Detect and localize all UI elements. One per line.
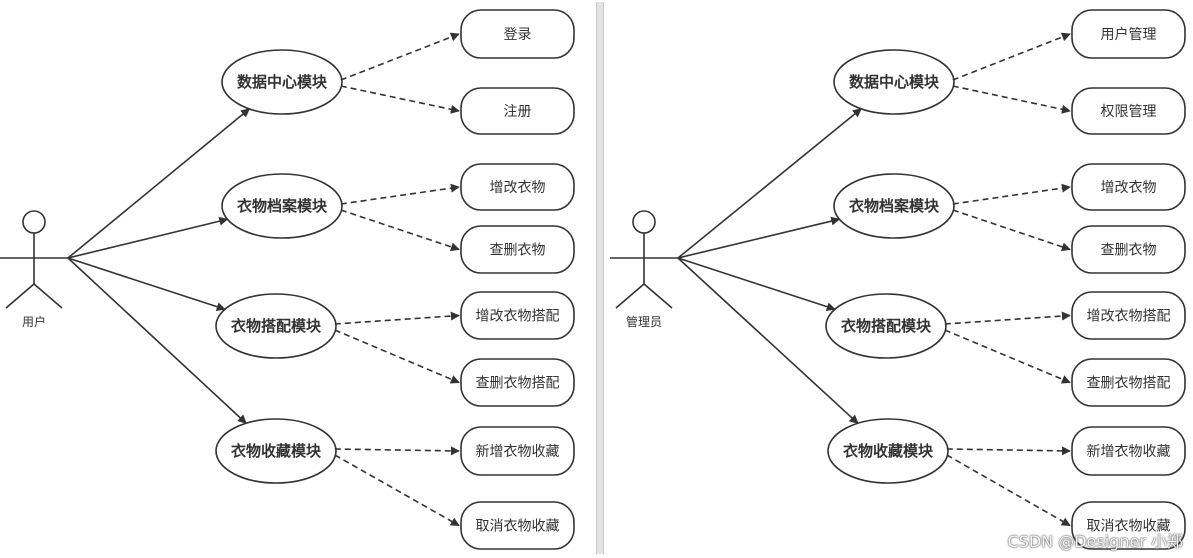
feature-use-case-node [1071, 163, 1186, 211]
include-dashed-arrow [340, 85, 460, 114]
module-label: 衣物搭配模块 [841, 317, 932, 335]
feature-use-case-node [460, 225, 575, 274]
module-use-case-ellipse [833, 49, 955, 115]
association-arrow [677, 257, 859, 424]
association-arrow [67, 257, 247, 424]
feature-use-case-node [460, 9, 575, 59]
module-label: 衣物档案模块 [237, 197, 328, 215]
feature-use-case-node [1071, 358, 1186, 407]
feature-label: 查删衣物搭配 [1087, 376, 1171, 392]
module-use-case-ellipse [825, 293, 947, 359]
include-dashed-arrow [952, 209, 1071, 252]
feature-use-case-node [1071, 225, 1186, 274]
include-dashed-arrow [952, 32, 1071, 81]
module-use-case-ellipse [827, 418, 949, 484]
module-use-case-ellipse [833, 173, 955, 239]
include-dashed-arrow [946, 454, 1071, 527]
include-dashed-arrow [952, 183, 1071, 205]
feature-label: 查删衣物 [1101, 243, 1157, 259]
feature-label: 用户管理 [1101, 26, 1157, 43]
module-label: 衣物收藏模块 [231, 442, 322, 460]
module-label: 衣物收藏模块 [843, 442, 934, 460]
actor-stick-figure-icon [0, 210, 68, 309]
feature-label: 注册 [504, 104, 532, 120]
feature-use-case-node [1071, 426, 1186, 476]
include-dashed-arrow [334, 454, 460, 527]
module-use-case-ellipse [215, 293, 337, 359]
module-label: 衣物档案模块 [849, 197, 940, 215]
feature-label: 登录 [504, 27, 532, 43]
feature-use-case-node [460, 291, 575, 340]
feature-label: 增改衣物 [490, 180, 546, 196]
feature-label: 取消衣物收藏 [1087, 519, 1171, 535]
include-dashed-arrow [340, 209, 460, 252]
include-dashed-arrow [952, 85, 1071, 114]
feature-label: 增改衣物搭配 [1087, 309, 1171, 325]
feature-label: 取消衣物收藏 [476, 519, 560, 535]
module-use-case-ellipse [221, 173, 343, 239]
feature-label: 查删衣物 [490, 243, 546, 259]
feature-label: 增改衣物 [1101, 180, 1157, 196]
feature-use-case-node [460, 87, 575, 135]
include-dashed-arrow [340, 32, 460, 81]
include-dashed-arrow [944, 311, 1071, 325]
module-use-case-ellipse [221, 49, 343, 115]
include-dashed-arrow [334, 311, 460, 325]
actor-label: 管理员 [626, 314, 662, 329]
feature-use-case-node [1071, 9, 1186, 59]
module-label: 数据中心模块 [849, 73, 940, 91]
actor-label: 用户 [22, 314, 46, 329]
panel-divider [596, 2, 604, 554]
association-arrow [677, 216, 841, 259]
feature-label: 查删衣物搭配 [476, 376, 560, 392]
include-dashed-arrow [944, 329, 1071, 384]
actor-stick-figure-icon [610, 210, 678, 309]
feature-use-case-node [1071, 501, 1186, 550]
feature-label: 新增衣物收藏 [1087, 444, 1171, 460]
include-dashed-arrow [946, 446, 1071, 456]
watermark: CSDN @Designer 小郑 [1007, 532, 1183, 551]
association-arrow [67, 257, 226, 312]
association-arrow [677, 257, 836, 312]
feature-use-case-node [1071, 87, 1186, 135]
feature-label: 权限管理 [1101, 104, 1157, 120]
association-arrow [677, 108, 862, 259]
feature-label: 增改衣物搭配 [476, 309, 560, 325]
feature-use-case-node [460, 163, 575, 211]
module-label: 数据中心模块 [237, 73, 328, 91]
feature-use-case-node [1071, 291, 1186, 340]
include-dashed-arrow [334, 446, 460, 456]
feature-use-case-node [460, 501, 575, 550]
feature-use-case-node [460, 426, 575, 476]
feature-use-case-node [460, 358, 575, 407]
feature-label: 新增衣物收藏 [476, 444, 560, 460]
include-dashed-arrow [340, 183, 460, 205]
association-arrow [67, 108, 251, 259]
include-dashed-arrow [334, 329, 460, 384]
module-use-case-ellipse [215, 418, 337, 484]
association-arrow [67, 216, 229, 259]
module-label: 衣物搭配模块 [231, 317, 322, 335]
